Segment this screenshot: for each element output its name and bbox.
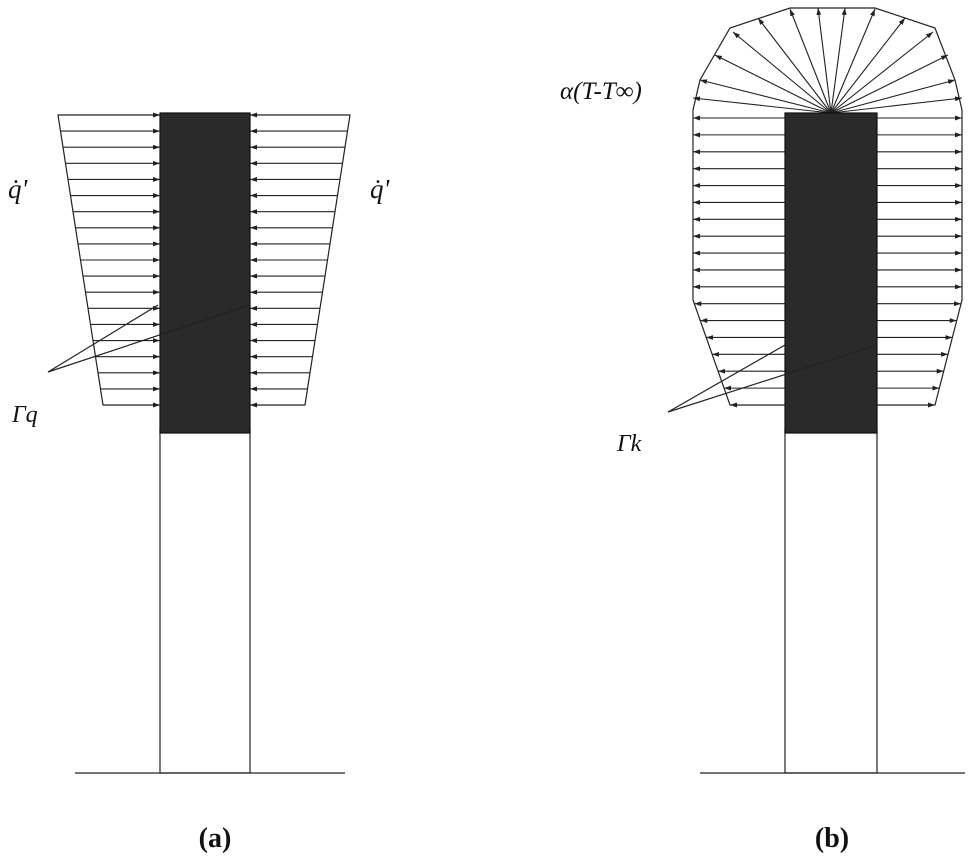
convection-arrow-top	[830, 31, 934, 114]
panel-b-convection-arrows	[692, 7, 963, 408]
panel-a-flux-right-label: q̇'	[370, 174, 391, 204]
convection-arrow-top	[789, 8, 832, 114]
panel-a-leader-line-1	[47, 304, 159, 373]
convection-arrow-top	[816, 7, 832, 114]
panel-a-flux-left-label: q̇'	[8, 174, 29, 204]
convection-arrow-top	[830, 54, 949, 114]
panel-b-caption: (b)	[815, 823, 849, 854]
panel-b-specimen	[784, 112, 878, 434]
panel-b-leader-line-2	[667, 344, 878, 413]
convection-arrow-top	[830, 79, 956, 114]
panel-b-leader-line-1	[667, 344, 786, 413]
panel-b: α(T-T∞) Γk (b)	[560, 7, 965, 854]
panel-b-column	[784, 429, 878, 774]
panel-a-flux-arrows	[58, 112, 350, 408]
convection-arrow-top	[830, 17, 906, 114]
panel-b-boundary-label: Γk	[616, 431, 642, 457]
convection-arrow-top	[699, 79, 832, 114]
convection-arrow-top	[757, 17, 832, 114]
convection-arrow-top	[732, 31, 832, 114]
panel-a-specimen	[159, 112, 251, 434]
panel-a-column	[159, 429, 251, 774]
panel-a-leader-line-2	[47, 304, 251, 373]
convection-arrow-top	[692, 96, 832, 114]
convection-arrow-top	[830, 7, 847, 114]
panel-a: q̇' q̇' Γq (a)	[8, 112, 391, 854]
panel-b-convection-label: α(T-T∞)	[560, 78, 642, 105]
convection-arrow-top	[714, 54, 832, 114]
convection-arrow-top	[830, 8, 876, 114]
panel-a-caption: (a)	[199, 823, 232, 854]
panel-a-boundary-label: Γq	[11, 402, 38, 428]
convection-arrow-top	[830, 96, 963, 114]
